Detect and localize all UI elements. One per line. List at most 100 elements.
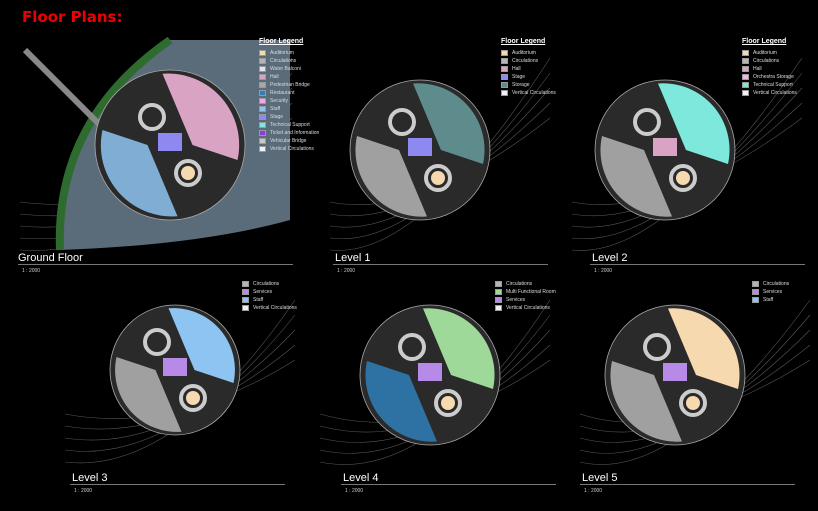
legend-swatch <box>501 50 508 56</box>
legend-label: Staff <box>763 297 774 303</box>
legend-swatch <box>752 281 759 287</box>
zone <box>100 130 178 217</box>
legend-item: Pedestrian Bridge <box>259 81 319 89</box>
legend-swatch <box>742 82 749 88</box>
legend-swatch <box>259 98 266 104</box>
legend-item: Vertical Circulations <box>242 304 297 312</box>
legend-label: Storage <box>512 82 530 88</box>
auditorium <box>686 396 700 410</box>
legend-label: Technical Support <box>270 122 310 128</box>
legend-swatch <box>259 90 266 96</box>
legend-label: Auditorium <box>270 50 294 56</box>
legend-label: Vertical Circulations <box>270 146 314 152</box>
legend-label: Pedestrian Bridge <box>270 82 310 88</box>
legend-swatch <box>259 106 266 112</box>
zone <box>408 138 432 156</box>
legend-label: Auditorium <box>753 50 777 56</box>
vertical-circulation <box>398 333 426 361</box>
legend-item: Stage <box>501 73 556 81</box>
divider <box>333 264 548 265</box>
vertical-circulation <box>679 389 707 417</box>
zone <box>658 83 730 164</box>
legend-item: Hall <box>501 65 556 73</box>
vertical-circulation <box>633 108 661 136</box>
legend-swatch <box>259 74 266 80</box>
legend-label: Services <box>506 297 526 303</box>
legend-swatch <box>259 66 266 72</box>
legend-swatch <box>742 66 749 72</box>
legend-item: Multi Functional Room <box>495 288 556 296</box>
legend-swatch <box>742 74 749 80</box>
legend-swatch <box>259 114 266 120</box>
zone <box>423 308 495 389</box>
zone <box>653 138 677 156</box>
legend-item: Water Balconi <box>259 65 319 73</box>
legend-item: Staff <box>242 296 297 304</box>
vertical-circulation <box>388 108 416 136</box>
legend-label: Stage <box>270 114 284 120</box>
divider <box>590 264 805 265</box>
legend-item: Vertical Circulations <box>495 304 556 312</box>
legend-swatch <box>742 90 749 96</box>
legend-swatch <box>242 289 249 295</box>
legend-label: Circulations <box>506 281 533 287</box>
legend-item: Vertical Circulations <box>742 89 797 97</box>
vertical-circulation <box>434 389 462 417</box>
legend-label: Hall <box>512 66 521 72</box>
legend-label: Vertical Circulations <box>753 90 797 96</box>
zone <box>663 363 687 381</box>
divider <box>70 484 285 485</box>
legend-label: Circulations <box>253 281 280 287</box>
green-belt <box>55 36 173 251</box>
legend-title: Floor Legend <box>259 38 304 45</box>
legend-item: Technical Support <box>742 81 797 89</box>
zone <box>668 308 740 389</box>
zone <box>413 83 485 164</box>
legend-label: Ticket and Information <box>270 130 320 136</box>
legend-label: Auditorium <box>512 50 536 56</box>
legend-label: Staff <box>270 106 281 112</box>
legend-swatch <box>259 58 266 64</box>
vertical-circulation <box>669 164 697 192</box>
legend-item: Stage <box>259 113 319 121</box>
legend-item: Auditorium <box>742 49 797 57</box>
legend-item: Services <box>752 288 789 296</box>
zone <box>600 136 672 217</box>
legend-item: Orchestra Storage <box>742 73 797 81</box>
legend-swatch <box>495 297 502 303</box>
zone <box>418 363 442 381</box>
legend-item: Auditorium <box>259 49 319 57</box>
level-label: Level 1 <box>335 252 371 264</box>
level-label: Level 5 <box>582 472 618 484</box>
zone <box>355 136 427 217</box>
zone <box>365 361 437 442</box>
page-title: Floor Plans: <box>22 8 123 26</box>
legend-swatch <box>242 305 249 311</box>
legend-swatch <box>259 146 266 152</box>
legend-label: Vertical Circulations <box>253 305 297 311</box>
zone <box>610 361 682 442</box>
legend-swatch <box>259 138 266 144</box>
divider <box>18 264 293 265</box>
legend-label: Vertical Circulations <box>512 90 556 96</box>
legend-item: Hall <box>742 65 797 73</box>
legend-swatch <box>259 130 266 136</box>
legend-label: Restaurant <box>270 90 295 96</box>
legend-item: Restaurant <box>259 89 319 97</box>
legend-item: Hall <box>259 73 319 81</box>
legend-swatch <box>259 122 266 128</box>
legend-swatch <box>242 281 249 287</box>
vertical-circulation <box>143 328 171 356</box>
legend-label: Technical Support <box>753 82 793 88</box>
scale-label: 1 : 2000 <box>345 488 364 494</box>
zone <box>163 358 187 376</box>
